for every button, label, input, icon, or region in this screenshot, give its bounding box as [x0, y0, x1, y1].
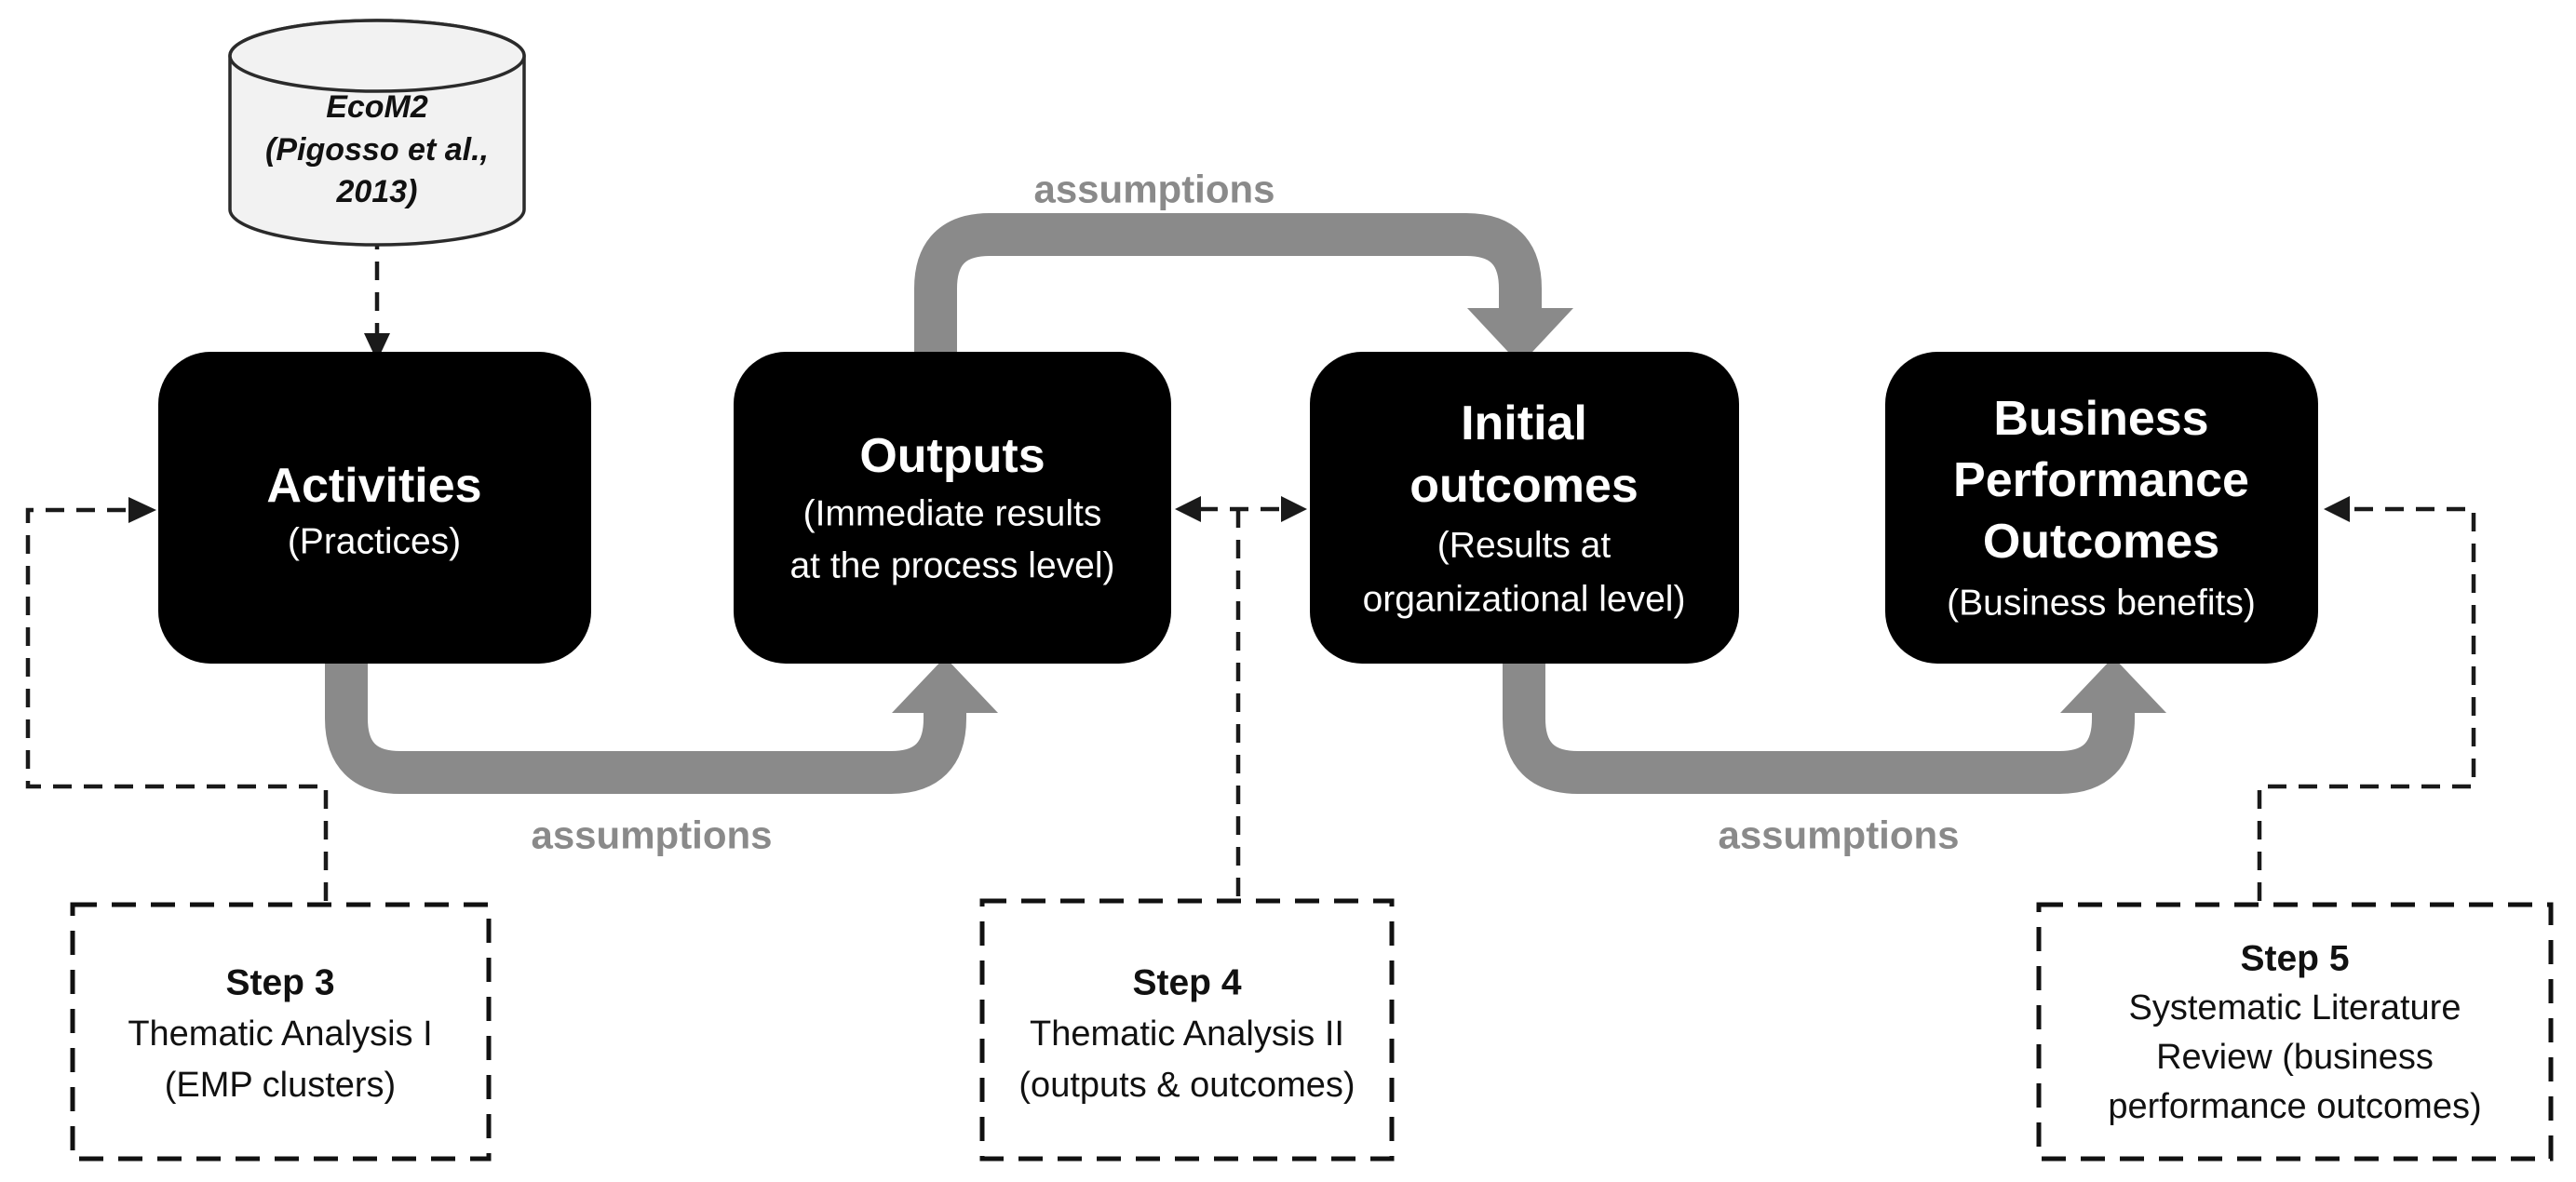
cylinder-label-line1: EcoM2	[326, 89, 428, 125]
stage-title: outcomes	[1409, 459, 1639, 513]
connector-step3-to-activities	[25, 497, 329, 901]
step-line: (EMP clusters)	[165, 1066, 396, 1105]
stage-box-initial-outcomes: Initial outcomes (Results at organizatio…	[1310, 352, 1739, 664]
arrowhead-down-icon	[1467, 308, 1573, 365]
stage-subtitle: (Practices)	[288, 522, 461, 562]
connector-step5-to-business-outcomes	[2257, 496, 2476, 901]
cylinder-label-line3: 2013)	[336, 174, 418, 209]
step-title: Step 5	[2240, 939, 2349, 979]
step-line: Thematic Analysis II	[1030, 1014, 1344, 1054]
arrowhead-left-icon	[2324, 496, 2350, 522]
stage-box-business-performance-outcomes: Business Performance Outcomes (Business …	[1885, 352, 2318, 664]
stage-subtitle: at the process level)	[789, 546, 1114, 586]
arrowhead-up-icon	[2060, 657, 2166, 713]
stage-rect	[1885, 352, 2318, 664]
step-title: Step 4	[1132, 963, 1241, 1003]
connector-step4-outputs-outcomes	[1175, 496, 1307, 899]
stage-subtitle: (Immediate results	[803, 494, 1102, 534]
step-line: Review (business	[2156, 1038, 2434, 1077]
stage-subtitle: (Results at	[1437, 526, 1612, 566]
step5-box: Step 5 Systematic Literature Review (bus…	[2036, 902, 2554, 1162]
assumptions-label-bottom-left: assumptions	[531, 813, 772, 857]
step-dashed-rect	[70, 902, 492, 1162]
assumptions-label-bottom-right: assumptions	[1718, 813, 1959, 857]
stage-box-outputs: Outputs (Immediate results at the proces…	[734, 352, 1171, 664]
assumptions-arrow-top-path	[914, 213, 1542, 356]
assumptions-arrow-bottom-right-path	[1503, 659, 2135, 794]
cylinder-top-rim	[228, 19, 526, 93]
step-line: Systematic Literature	[2129, 988, 2461, 1028]
cylinder-label-line2: (Pigosso et al.,	[265, 132, 489, 168]
arrowhead-right-icon	[128, 497, 156, 523]
stage-title: Outcomes	[1983, 515, 2219, 569]
dashed-line	[2257, 506, 2476, 901]
arrowhead-right-icon	[1281, 496, 1307, 522]
connector-cylinder-to-activities	[364, 231, 390, 361]
arrowhead-left-icon	[1175, 496, 1201, 522]
stage-title: Outputs	[859, 429, 1045, 483]
stage-rect	[1310, 352, 1739, 664]
assumptions-arrow-bottom-left-path	[325, 659, 966, 794]
stage-title: Initial	[1461, 396, 1587, 450]
stage-subtitle: organizational level)	[1363, 580, 1686, 620]
step3-box: Step 3 Thematic Analysis I (EMP clusters…	[70, 902, 492, 1162]
step4-box: Step 4 Thematic Analysis II (outputs & o…	[979, 898, 1395, 1162]
arrowhead-up-icon	[892, 657, 998, 713]
ecom2-database-cylinder: EcoM2 (Pigosso et al., 2013)	[228, 19, 526, 247]
stage-title: Performance	[1953, 453, 2249, 507]
stage-title: Business	[1993, 392, 2208, 446]
step-dashed-rect	[979, 898, 1395, 1162]
dashed-line	[25, 507, 329, 901]
stage-title: Activities	[266, 459, 481, 513]
step-line: performance outcomes)	[2108, 1087, 2481, 1126]
assumptions-label-top: assumptions	[1033, 168, 1275, 211]
step-line: (outputs & outcomes)	[1018, 1066, 1355, 1105]
stage-rect	[734, 352, 1171, 664]
assumptions-arrow-top	[914, 213, 1573, 365]
stage-box-activities: Activities (Practices)	[158, 352, 591, 664]
arrowhead-down-icon	[364, 333, 390, 361]
step-title: Step 3	[225, 963, 334, 1003]
stage-subtitle: (Business benefits)	[1947, 584, 2256, 624]
stage-rect	[158, 352, 591, 664]
assumptions-arrow-bottom-left	[325, 657, 998, 794]
step-line: Thematic Analysis I	[128, 1014, 432, 1054]
step-dashed-rect	[2036, 902, 2554, 1162]
assumptions-arrow-bottom-right	[1503, 657, 2166, 794]
